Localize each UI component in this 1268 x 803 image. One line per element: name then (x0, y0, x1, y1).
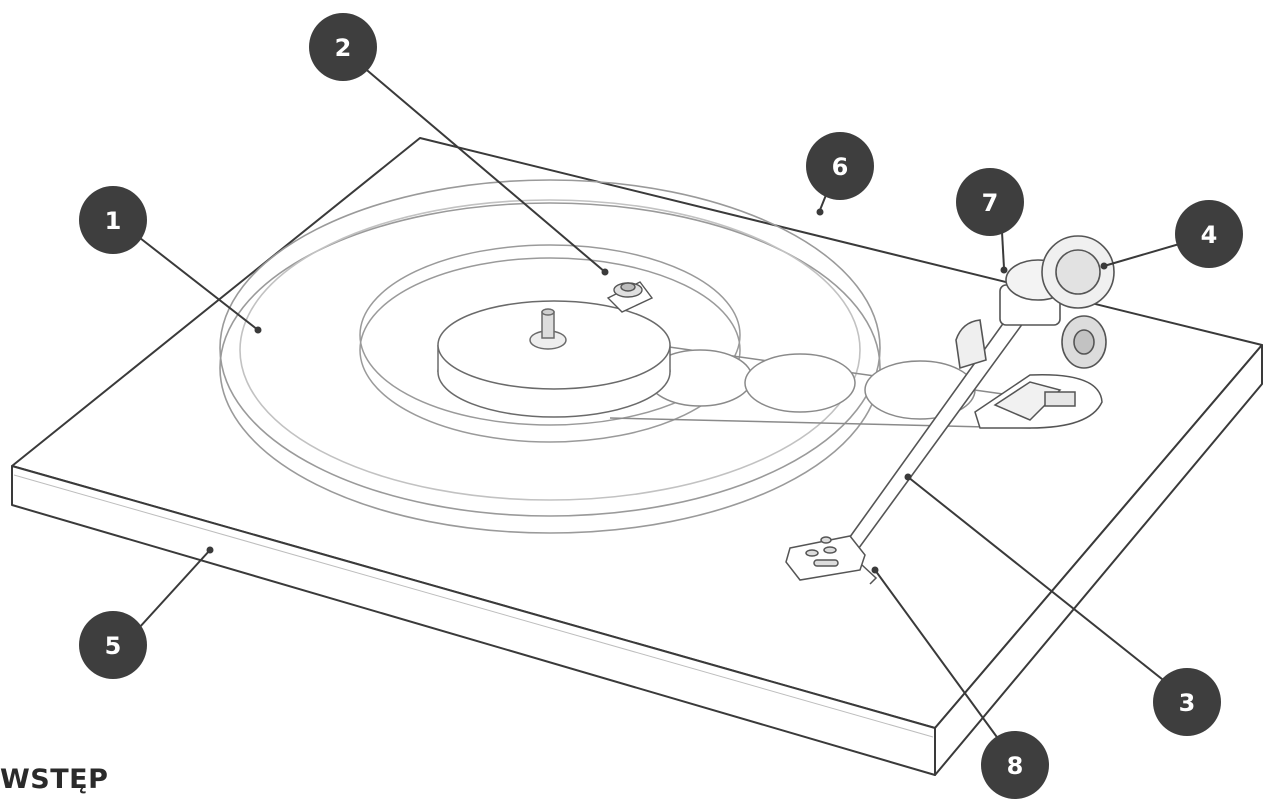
leader-line-5 (127, 549, 211, 641)
callout-label-7: 7 (982, 189, 999, 217)
callout-label-4: 4 (1201, 221, 1218, 249)
plinth-side-face (934, 344, 1263, 776)
tonearm (840, 235, 1115, 553)
platter-inner-ring (239, 199, 861, 501)
anchor-dots (206, 208, 1108, 574)
callout-badge-2: 2 (309, 13, 377, 81)
callout-label-1: 1 (105, 207, 122, 235)
callout-badges: 1 2 3 4 5 6 7 (79, 13, 1243, 799)
anchor-dot-3 (904, 473, 912, 481)
leader-line-2 (354, 59, 606, 273)
sub-platter (359, 244, 741, 443)
hub (437, 300, 671, 418)
leader-lines (127, 59, 1194, 756)
anchor-dot-6 (816, 208, 824, 216)
callout-badge-4: 4 (1175, 200, 1243, 268)
anchor-dot-7 (1000, 266, 1008, 274)
callout-badge-1: 1 (79, 186, 147, 254)
spindle (541, 311, 555, 339)
callout-label-3: 3 (1179, 689, 1196, 717)
headshell-body (785, 535, 866, 581)
platter-outer-rim-top (219, 179, 881, 517)
callout-badge-3: 3 (1153, 668, 1221, 736)
tonearm-base (974, 373, 1103, 429)
anchor-dot-8 (871, 566, 879, 574)
motor-hole-2 (744, 353, 856, 413)
motor-pulley (606, 281, 654, 313)
anchor-dot-4 (1100, 262, 1108, 270)
section-heading: WSTĘP (0, 764, 109, 795)
callout-badge-5: 5 (79, 611, 147, 679)
plinth-top-face (11, 137, 1263, 729)
callout-badge-8: 8 (981, 731, 1049, 799)
callout-badge-6: 6 (806, 132, 874, 200)
platter-outer-rim-bottom (219, 202, 881, 534)
callout-label-8: 8 (1007, 752, 1024, 780)
sub-platter-ring-bottom (359, 257, 741, 443)
leader-line-7 (1001, 231, 1005, 269)
leader-line-8 (874, 569, 1011, 756)
callout-badge-7: 7 (956, 168, 1024, 236)
platter (219, 179, 881, 534)
leader-line-1 (139, 237, 259, 331)
spindle-tip (541, 308, 555, 316)
callout-label-6: 6 (832, 153, 849, 181)
leader-line-3 (907, 476, 1173, 688)
anchor-dot-1 (254, 326, 262, 334)
callout-label-5: 5 (105, 632, 122, 660)
headshell (785, 535, 878, 585)
plinth (11, 137, 1263, 776)
plinth-front-inner-edge (13, 474, 934, 738)
anchor-dot-2 (601, 268, 609, 276)
callout-label-2: 2 (335, 34, 352, 62)
anchor-dot-5 (206, 546, 214, 554)
sub-platter-ring-top (359, 244, 741, 426)
